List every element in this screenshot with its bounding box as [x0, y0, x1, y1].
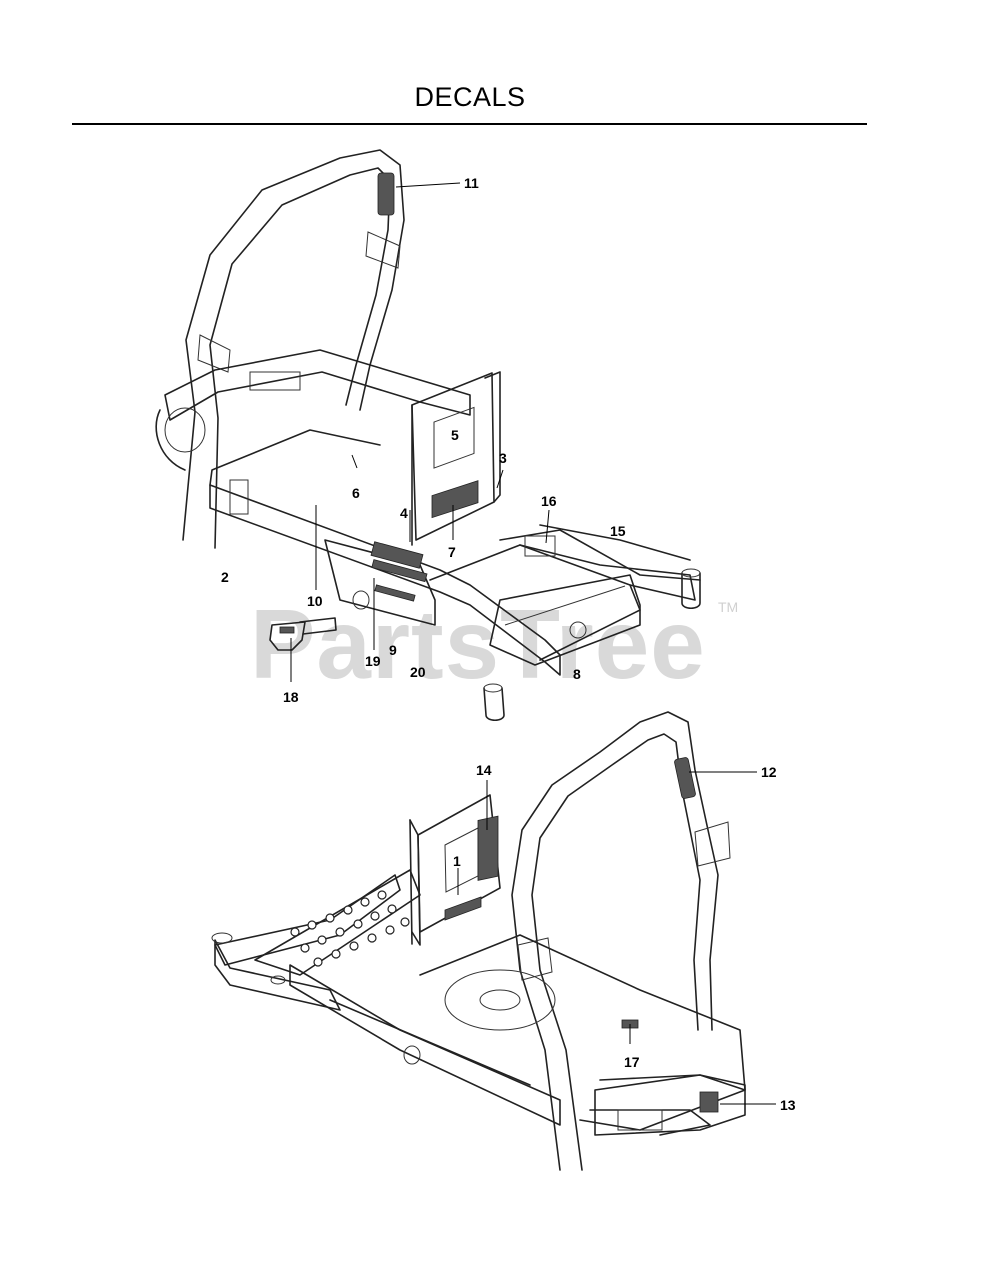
console-decal-14: [477, 815, 499, 881]
callout-labels: 11 5 3 6 16 4 15 7 2 10 19 9 20 8 18 14 …: [221, 175, 796, 1113]
callout-17: 17: [624, 1054, 640, 1070]
watermark-tm: TM: [718, 599, 738, 615]
bottom-rear-bumper: [594, 1074, 746, 1136]
console-plate: [411, 371, 501, 546]
top-leader-lines: [290, 182, 550, 682]
callout-13: 13: [780, 1097, 796, 1113]
part-18-bracket: [269, 617, 337, 651]
callout-3: 3: [499, 450, 507, 466]
callout-12: 12: [761, 764, 777, 780]
callout-14: 14: [476, 762, 492, 778]
callout-2: 2: [221, 569, 229, 585]
rear-badge-13: [699, 1091, 719, 1113]
callout-5: 5: [451, 427, 459, 443]
callout-10: 10: [307, 593, 323, 609]
bottom-leader-lines: [457, 771, 776, 1105]
bottom-main-frame: [214, 869, 746, 1136]
callout-8: 8: [573, 666, 581, 682]
callout-4: 4: [400, 505, 408, 521]
callout-1: 1: [453, 853, 461, 869]
title-rule: [72, 123, 867, 125]
callout-11: 11: [464, 175, 479, 191]
callout-15: 15: [610, 523, 626, 539]
top-roll-bar: [182, 149, 405, 549]
callout-9: 9: [389, 642, 397, 658]
callout-6: 6: [352, 485, 360, 501]
roll-bar-decal-11: [377, 172, 395, 216]
top-side-panel: [324, 539, 436, 626]
top-casters: [164, 407, 701, 722]
console-decal-7: [431, 480, 479, 519]
watermark: PartsTree TM: [250, 589, 738, 699]
page-title: DECALS: [414, 82, 526, 112]
bottom-roll-bar: [511, 711, 731, 1171]
callout-18: 18: [283, 689, 299, 705]
watermark-text: PartsTree: [250, 589, 706, 699]
callout-7: 7: [448, 544, 456, 560]
callout-19: 19: [365, 653, 381, 669]
top-main-frame: [155, 349, 701, 676]
bottom-assembly: [211, 711, 776, 1171]
top-assembly: [155, 149, 701, 722]
roll-bar-decal-12: [674, 757, 696, 799]
callout-16: 16: [541, 493, 557, 509]
bottom-console-plate: [409, 794, 501, 946]
top-front-bumper: [489, 574, 641, 666]
bottom-caster-arm: [211, 932, 421, 1065]
callout-20: 20: [410, 664, 426, 680]
